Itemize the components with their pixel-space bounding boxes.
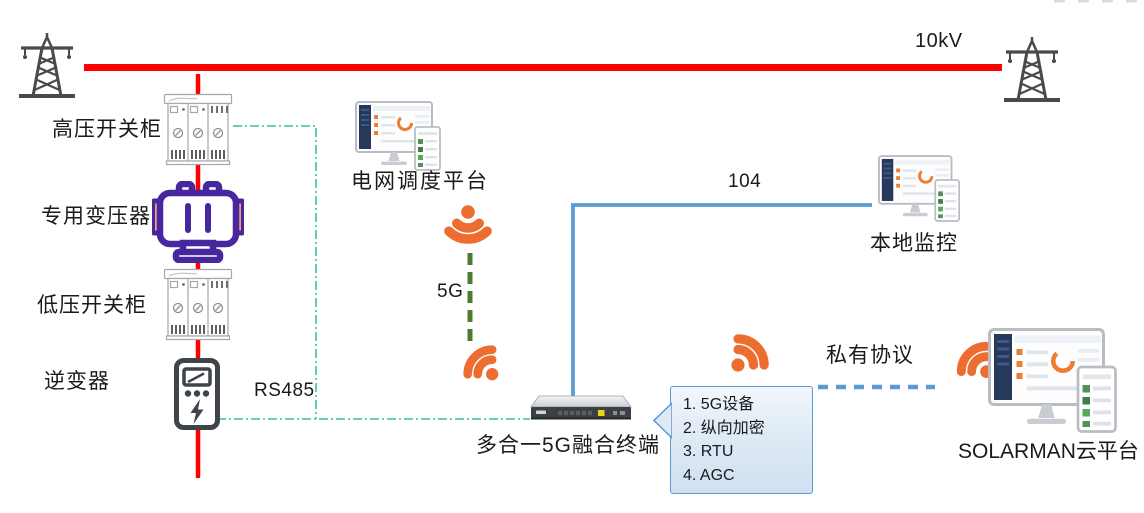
callout-tail — [653, 402, 672, 439]
grid-dispatch-label: 电网调度平台 — [351, 170, 489, 193]
callout-item: 1. 5G设备 — [683, 396, 755, 413]
transformer-label: 专用变压器 — [41, 205, 151, 228]
rack-terminal-icon — [530, 395, 632, 420]
inverter-label: 逆变器 — [44, 370, 110, 393]
private-protocol-label: 私有协议 — [826, 344, 914, 367]
cropped-watermark — [1054, 0, 1137, 3]
rs485-label: RS485 — [254, 380, 315, 401]
voltage-label: 10kV — [915, 30, 963, 52]
terminal-functions-callout: 1. 5G设备 2. 纵向加密 3. RTU 4. AGC — [670, 386, 813, 494]
104-label: 104 — [728, 171, 762, 192]
link-104-line — [571, 203, 872, 400]
transmission-tower-icon — [999, 36, 1065, 103]
callout-item: 3. RTU — [683, 443, 734, 460]
5g-label: 5G — [437, 281, 464, 302]
local-monitor-icon — [878, 155, 962, 224]
hv-switchgear-icon — [163, 90, 233, 168]
solarman-monitor-icon — [988, 328, 1120, 436]
fusion-terminal-label: 多合一5G融合终端 — [476, 434, 661, 457]
callout-item: 4. AGC — [683, 466, 735, 484]
lv-switchgear-label: 低压开关柜 — [37, 294, 147, 317]
wifi-down-icon — [436, 199, 500, 263]
callout-item: 2. 纵向加密 — [683, 419, 765, 437]
lv-switchgear-icon — [163, 265, 233, 343]
inverter-icon — [174, 358, 220, 430]
solarman-label: SOLARMAN云平台 — [958, 440, 1139, 463]
hv-switchgear-label: 高压开关柜 — [52, 118, 162, 141]
rs485-line-switchgear — [233, 125, 317, 419]
transformer-icon — [152, 181, 244, 263]
local-monitor-label: 本地监控 — [870, 232, 958, 255]
transmission-tower-icon — [14, 32, 80, 99]
grid-dispatch-monitor-icon — [355, 101, 443, 173]
